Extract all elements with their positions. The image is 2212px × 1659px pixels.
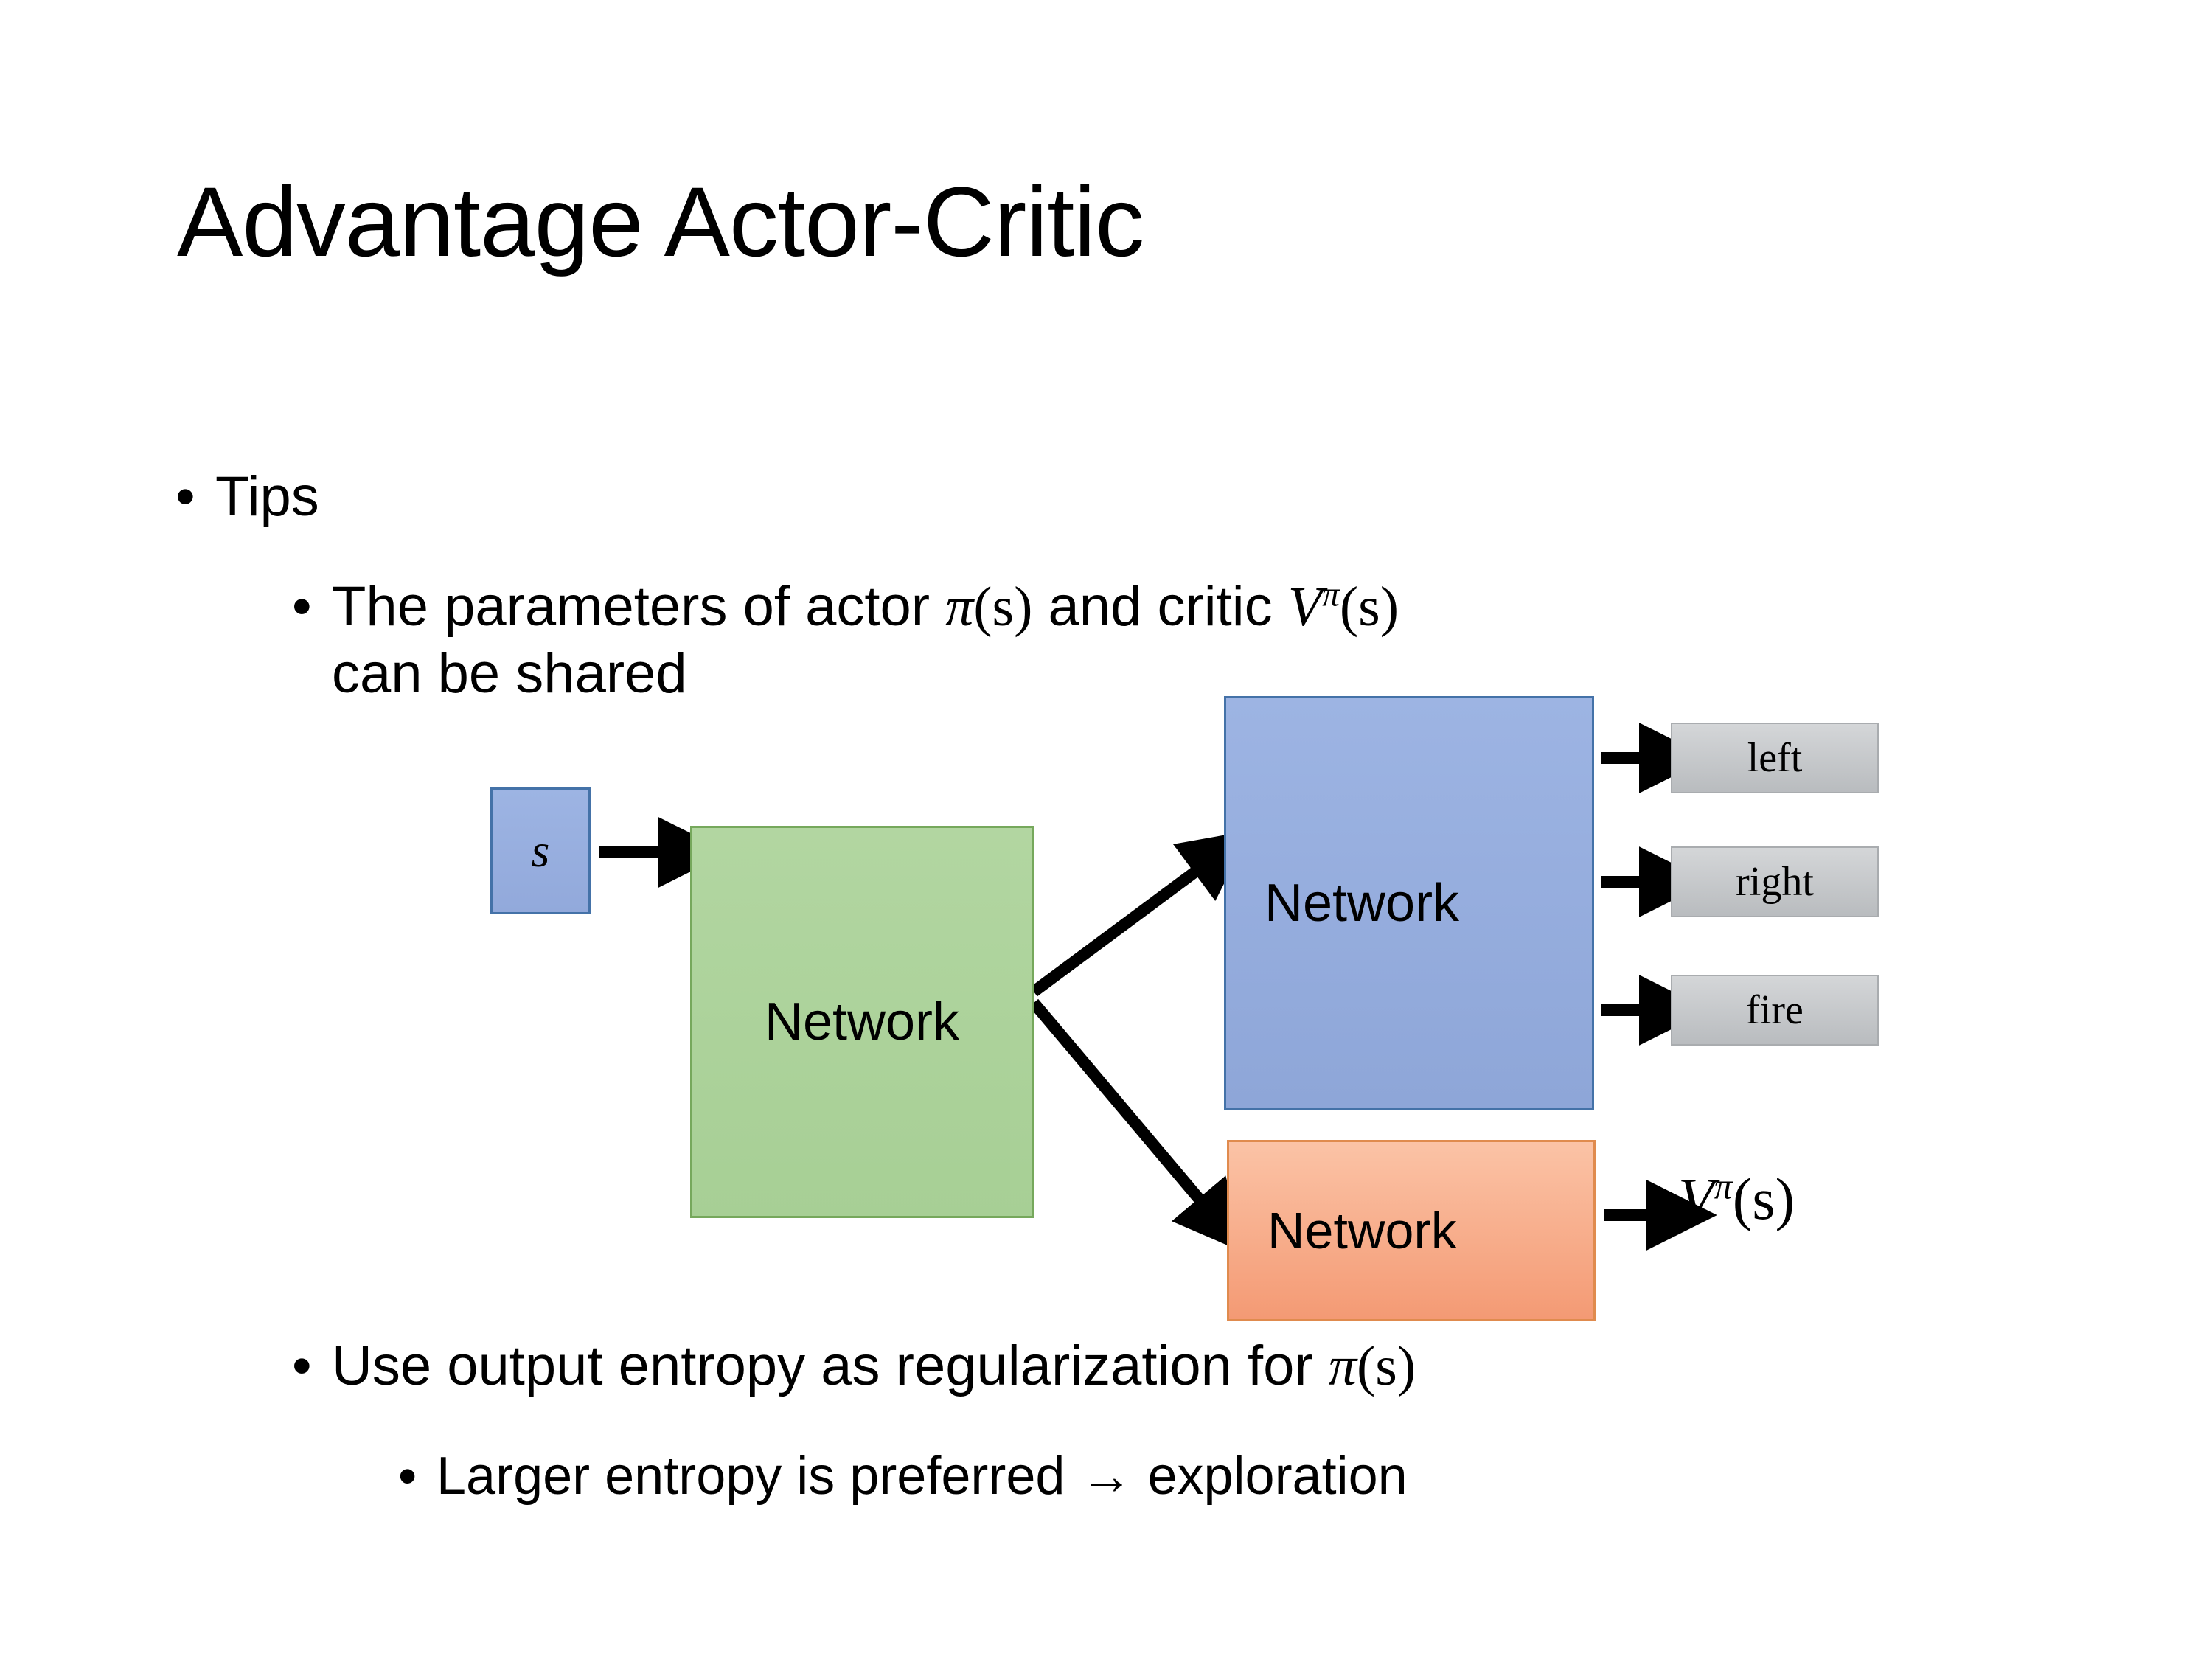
bullet-entropy-regularization: • Use output entropy as regularization f…: [292, 1333, 1416, 1400]
bullet-tips-label: Tips: [215, 465, 319, 528]
action-label-left: left: [1747, 735, 1803, 781]
input-state-box: s: [490, 787, 591, 914]
value-output-label: Vπ(s): [1678, 1166, 1795, 1232]
action-box-right: right: [1671, 846, 1879, 917]
critic-network-label: Network: [1267, 1202, 1457, 1259]
bullet-marker: •: [175, 465, 195, 528]
input-state-label: s: [531, 824, 550, 877]
bullet-marker: •: [292, 575, 312, 638]
bullet-tips: • Tips: [175, 465, 319, 529]
arrow-shared-to-critic: [1029, 998, 1245, 1253]
page-title: Advantage Actor-Critic: [177, 167, 1144, 277]
bullet-marker: •: [398, 1447, 417, 1506]
actor-network-label: Network: [1265, 874, 1460, 933]
bullet-params-text-2: and critic: [1032, 575, 1288, 638]
bullet-larger-label: Larger entropy is preferred → exploratio…: [437, 1447, 1408, 1506]
action-box-left: left: [1671, 723, 1879, 793]
math-v-pi-critic: Vπ(s): [1287, 575, 1399, 638]
action-box-fire: fire: [1671, 975, 1879, 1046]
bullet-params-text-1: The parameters of actor: [332, 575, 946, 638]
actor-network-box: Network: [1224, 696, 1594, 1110]
arrow-shared-to-actor: [1030, 830, 1251, 997]
math-pi-entropy: π(s): [1328, 1335, 1416, 1397]
shared-network-label: Network: [764, 992, 960, 1051]
action-label-right: right: [1736, 859, 1814, 905]
shared-network-box: Network: [690, 826, 1034, 1218]
bullet-shared-parameters: • The parameters of actor π(s) and criti…: [292, 574, 2062, 706]
math-pi-actor: π(s): [945, 576, 1033, 638]
critic-network-box: Network: [1227, 1140, 1596, 1321]
bullet-larger-entropy: • Larger entropy is preferred → explorat…: [398, 1445, 1408, 1508]
bullet-marker: •: [292, 1335, 312, 1397]
bullet-params-line2: can be shared: [332, 641, 687, 705]
action-label-fire: fire: [1746, 987, 1804, 1033]
bullet-entropy-text: Use output entropy as regularization for: [332, 1335, 1329, 1397]
